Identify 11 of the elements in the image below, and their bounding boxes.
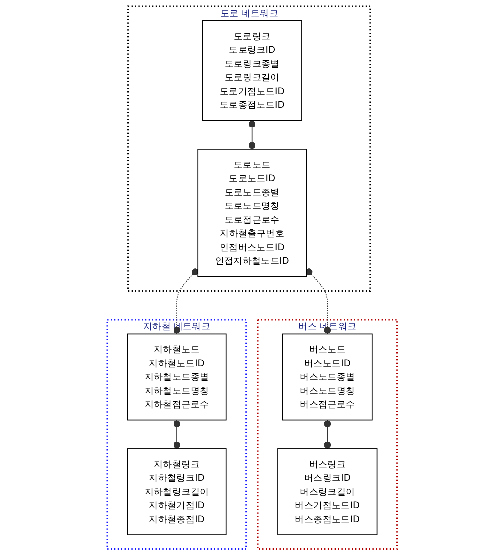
node-box: 버스노드 버스노드ID 버스노드종별 버스노드명칭 버스접근로수: [282, 334, 372, 421]
connector: [324, 420, 331, 450]
node-box: 도로링크 도로링크ID 도로링크종별 도로링크길이 도로기점노드ID 도로종점노드ID: [202, 20, 302, 122]
node-box: 버스링크 버스링크ID 버스링크길이 버스기점노드ID 버스종점노드ID: [277, 448, 378, 536]
node-box: 지하철링크 지하철링크ID 지하철링크길이 지하철기점ID 지하철종점ID: [126, 448, 226, 536]
connector: [305, 268, 331, 335]
connector: [173, 420, 180, 450]
connector: [173, 268, 198, 335]
connector: [248, 120, 256, 150]
node-box: 도로노드 도로노드ID 도로노드종별 도로노드명칭 도로접근로수 지하철출구번호 인접버스노드ID 인접지하철노드ID: [197, 149, 307, 278]
node-box: 지하철노드 지하철노드ID 지하철노드종별 지하철노드명칭 지하철접근로수: [126, 334, 226, 421]
